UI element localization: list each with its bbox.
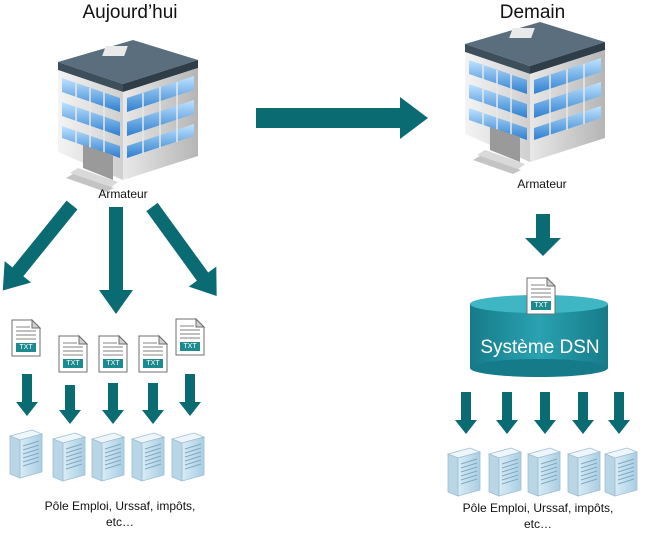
file-icon-text: TXT xyxy=(183,343,197,350)
dsn-input-arrow xyxy=(525,214,561,256)
server-icon xyxy=(131,432,165,482)
dsn-cylinder xyxy=(470,295,608,377)
server-icon xyxy=(171,432,205,482)
transition-arrow xyxy=(256,97,428,139)
server-icon xyxy=(604,447,638,497)
title-right: Demain xyxy=(499,2,566,23)
server-icon xyxy=(567,447,601,497)
footer-right-line1: Pôle Emploi, Urssaf, impôts, xyxy=(462,501,614,515)
building-icon-right xyxy=(464,21,606,175)
file-icon-text: TXT xyxy=(106,360,120,367)
file-icon-text: TXT xyxy=(534,302,548,309)
right-servers xyxy=(447,447,638,497)
left-distribution-arrows xyxy=(2,200,217,314)
left-down-arrows xyxy=(16,374,201,424)
footer-right-line2: etc… xyxy=(523,517,552,531)
footer-right: Pôle Emploi, Urssaf, impôts, etc… xyxy=(433,500,643,532)
dsn-label: Système DSN xyxy=(480,337,600,358)
title-left: Aujourd’hui xyxy=(82,2,178,23)
building-label-right: Armateur xyxy=(517,177,567,191)
building-label-left: Armateur xyxy=(98,187,148,201)
right-down-arrows xyxy=(455,392,630,434)
server-icon xyxy=(527,447,561,497)
file-icon-text: TXT xyxy=(19,344,33,351)
server-icon xyxy=(488,447,522,497)
server-icon xyxy=(447,447,481,497)
building-icon-left xyxy=(57,39,199,193)
footer-left: Pôle Emploi, Urssaf, impôts, etc… xyxy=(10,498,230,530)
footer-left-line1: Pôle Emploi, Urssaf, impôts, xyxy=(44,499,196,513)
footer-left-line2: etc… xyxy=(105,515,134,529)
file-icon-text: TXT xyxy=(146,360,160,367)
server-icon xyxy=(91,432,125,482)
file-icon-text: TXT xyxy=(66,360,80,367)
server-icon xyxy=(9,429,43,479)
server-icon xyxy=(52,432,86,482)
left-servers xyxy=(9,429,205,482)
